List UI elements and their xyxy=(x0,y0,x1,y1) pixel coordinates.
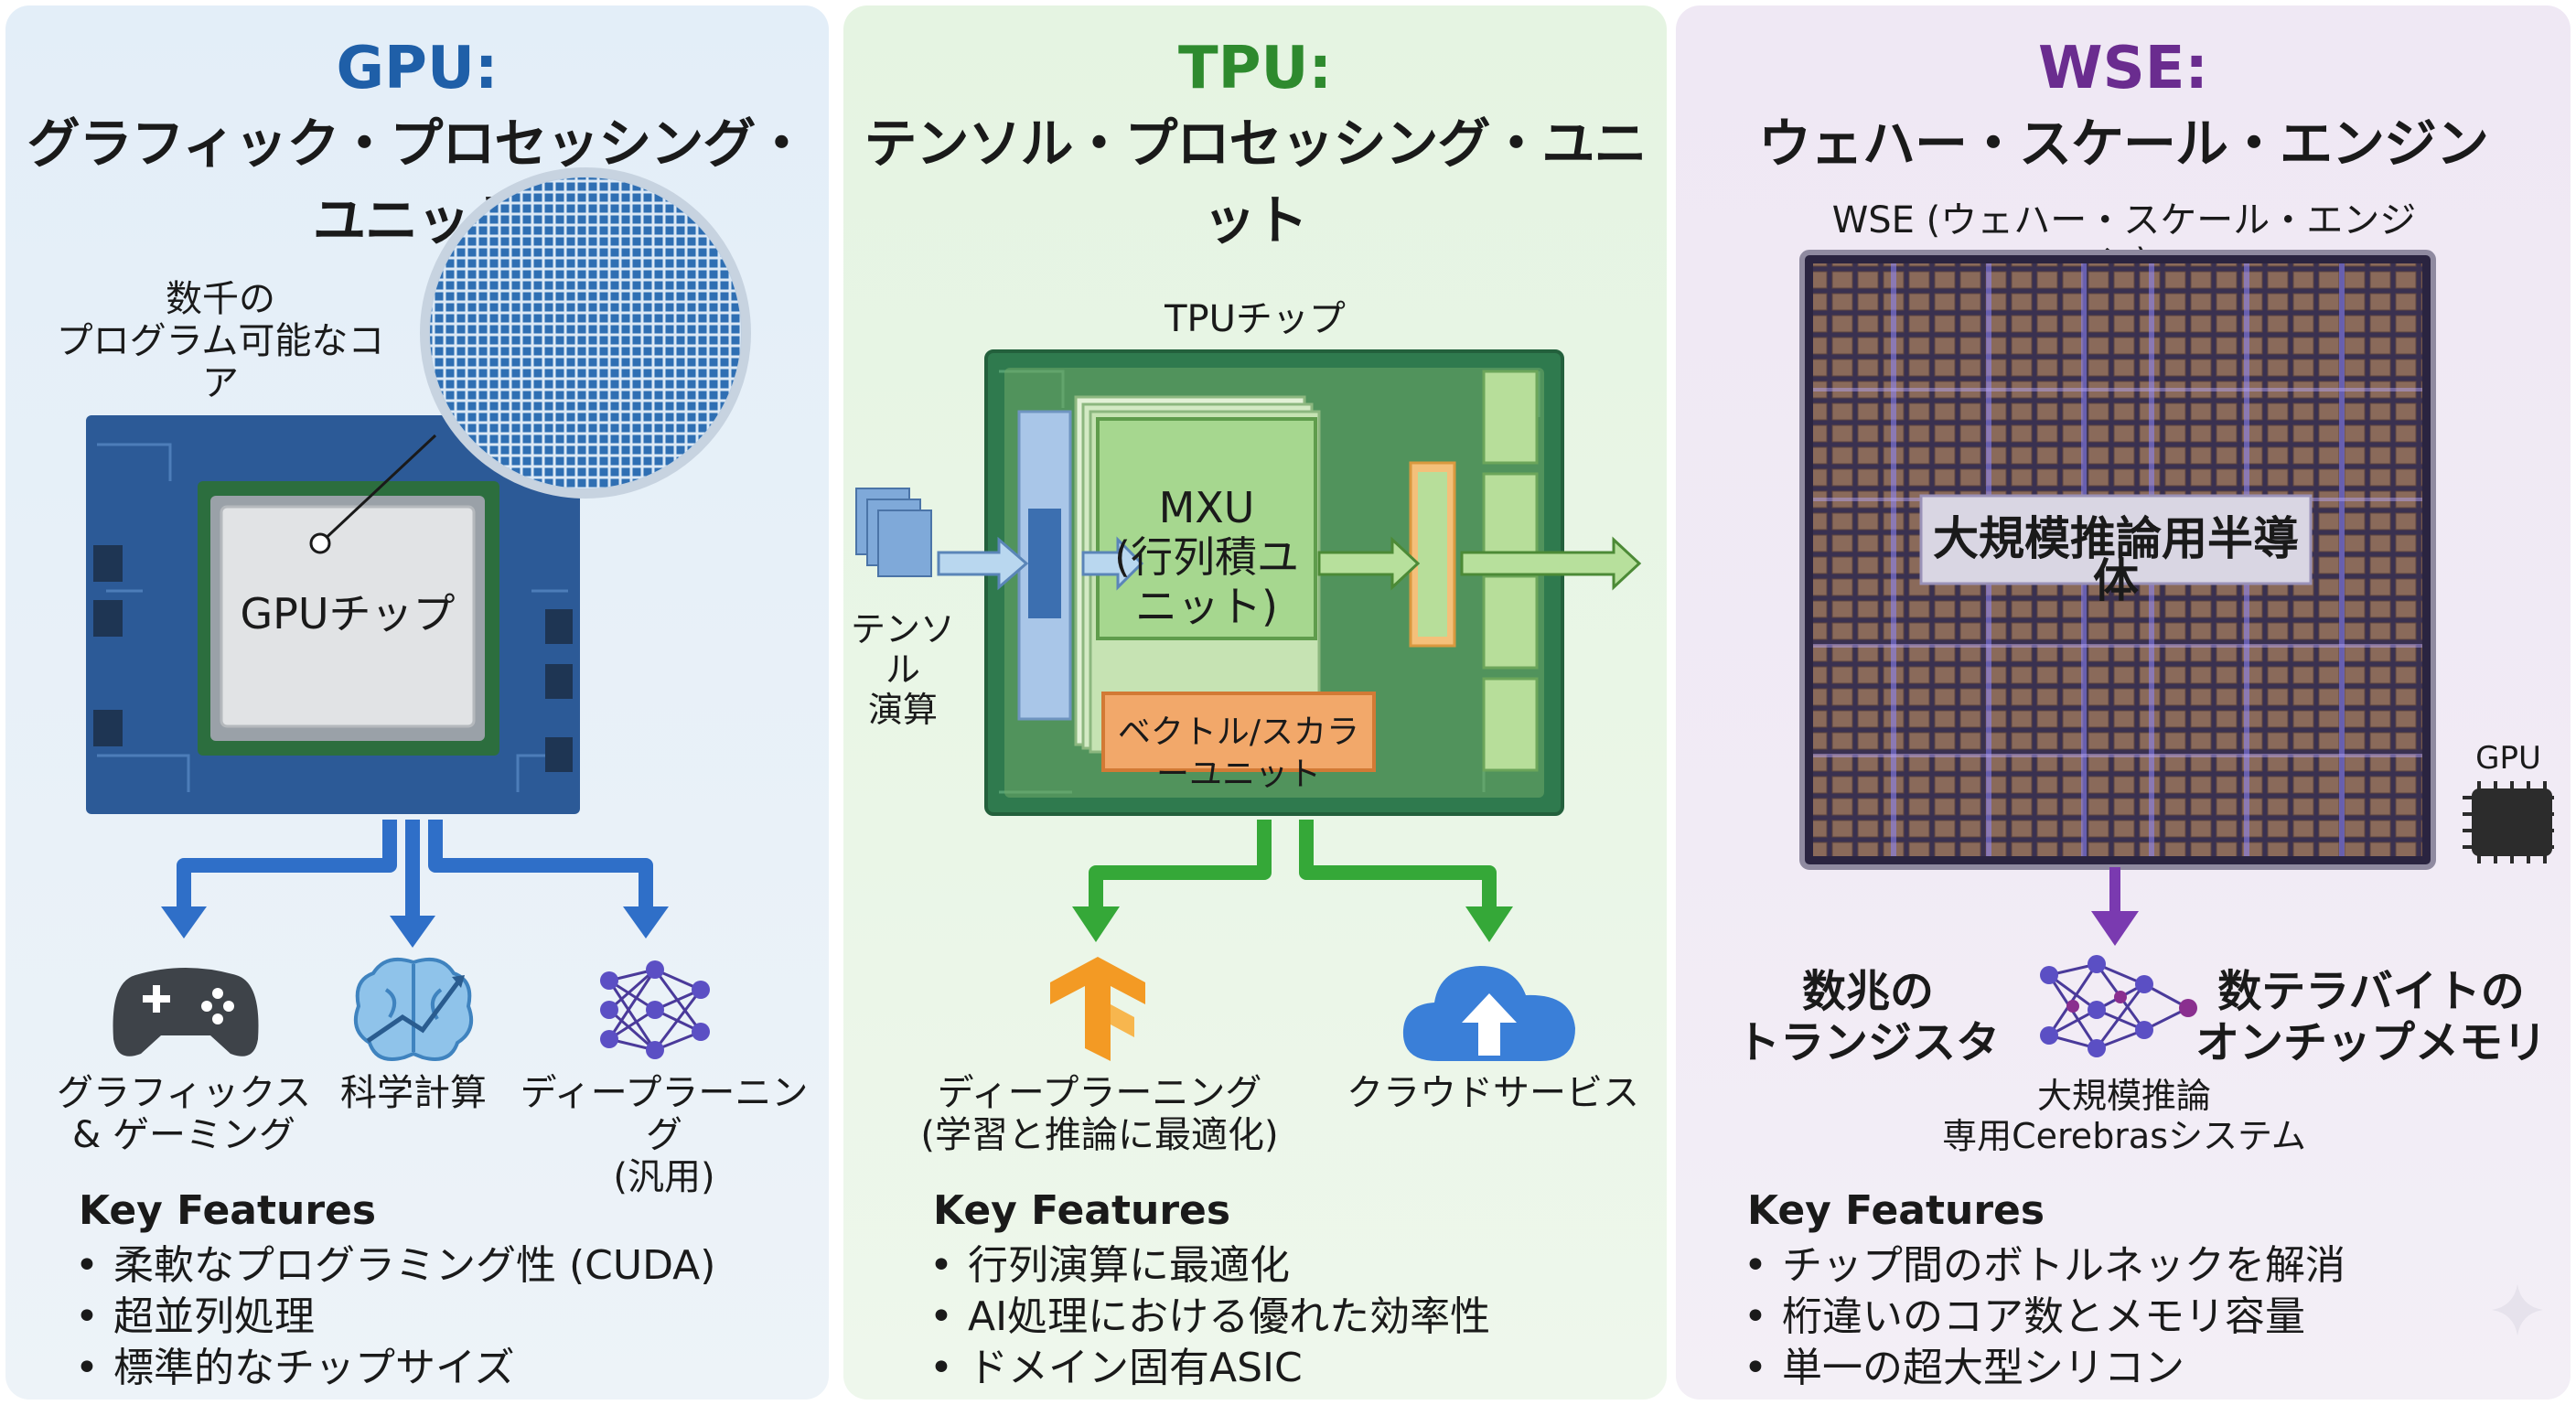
gpu-feature-item: 標準的なチップサイズ xyxy=(75,1343,715,1394)
gpu-use-graphics-line1: グラフィックス xyxy=(57,1072,311,1114)
tpu-key-features-title: Key Features xyxy=(933,1187,1231,1234)
gpu-cores-label-line1: 数千の xyxy=(166,278,275,320)
wse-feature-item: チップ間のボトルネックを解消 xyxy=(1744,1240,2345,1292)
wse-wafer-center-label: 大規模推論用半導体 xyxy=(1933,512,2299,607)
tpu-chip-title: TPUチップ xyxy=(1165,298,1346,340)
tpu-feature-list: 行列演算に最適化 AI処理における優れた効率性 ドメイン固有ASIC xyxy=(929,1240,1490,1394)
tpu-use-dl-label: ディープラーニング (学習と推論に最適化) xyxy=(917,1072,1283,1156)
wse-neural-network-icon xyxy=(2040,955,2197,1057)
brain-icon xyxy=(354,958,473,1061)
tensorflow-icon xyxy=(1050,957,1145,1061)
wse-key-features-title: Key Features xyxy=(1747,1187,2045,1234)
wse-memory-line1: 数テラバイトの xyxy=(2217,966,2525,1017)
gpu-use-science-label: 科学計算 xyxy=(340,1072,487,1114)
tpu-mxu-line2: (行列積ユニット) xyxy=(1114,532,1299,631)
gamepad-icon xyxy=(113,968,259,1056)
wse-gpu-small-label: GPU xyxy=(2475,740,2541,777)
tpu-use-dl-line1: ディープラーニング xyxy=(937,1072,1262,1114)
gpu-heading: GPU: xyxy=(336,35,499,102)
tpu-feature-item: ドメイン固有ASIC xyxy=(929,1343,1490,1394)
tpu-feature-item: AI処理における優れた効率性 xyxy=(929,1292,1490,1343)
neural-network-icon xyxy=(600,960,710,1059)
tpu-use-dl-line2: (学習と推論に最適化) xyxy=(920,1114,1279,1156)
gpu-cores-label: 数千の プログラム可能なコア xyxy=(51,278,390,404)
wse-feature-list: チップ間のボトルネックを解消 桁違いのコア数とメモリ容量 単一の超大型シリコン xyxy=(1744,1240,2345,1394)
wse-feature-item: 桁違いのコア数とメモリ容量 xyxy=(1744,1292,2345,1343)
gpu-use-graphics-label: グラフィックス & ゲーミング xyxy=(42,1072,326,1156)
tpu-heading: TPU: xyxy=(1177,35,1333,102)
gpu-use-dl-line2: (汎用) xyxy=(613,1156,715,1198)
gpu-feature-item: 柔軟なプログラミング性 (CUDA) xyxy=(75,1240,715,1292)
gpu-cores-label-line2: プログラム可能なコア xyxy=(56,320,385,404)
wse-transistors-line2: トランジスタ xyxy=(1735,1017,2000,1068)
tpu-tensor-label: テンソル 演算 xyxy=(843,609,962,730)
cloud-upload-icon xyxy=(1402,966,1575,1061)
tpu-use-cloud-label: クラウドサービス xyxy=(1347,1072,1639,1114)
tpu-mxu-label: MXU (行列積ユニット) xyxy=(1098,483,1315,631)
gpu-key-features-title: Key Features xyxy=(79,1187,377,1234)
wse-panel: WSE: ウェハー・スケール・エンジン WSE (ウェハー・スケール・エンジン) xyxy=(1676,5,2571,1400)
wse-illustration xyxy=(1799,250,2554,1057)
sparkle-icon xyxy=(2492,1284,2543,1335)
wse-transistors-label: 数兆の トランジスタ xyxy=(1731,966,2005,1068)
gpu-chip-label: GPUチップ xyxy=(240,589,456,638)
gpu-use-graphics-line2: & ゲーミング xyxy=(72,1114,295,1156)
wse-transistors-line1: 数兆の xyxy=(1801,966,1934,1017)
gpu-panel: GPU: グラフィック・プロセッシング・ユニット xyxy=(5,5,829,1400)
gpu-feature-list: 柔軟なプログラミング性 (CUDA) 超並列処理 標準的なチップサイズ xyxy=(75,1240,715,1394)
wse-cerebras-line2: 専用Cerebrasシステム xyxy=(1942,1116,2306,1156)
wse-feature-item: 単一の超大型シリコン xyxy=(1744,1343,2345,1394)
wse-memory-line2: オンチップメモリ xyxy=(2195,1017,2547,1068)
tpu-illustration xyxy=(855,349,1642,942)
tpu-vector-unit-label: ベクトル/スカラーユニット xyxy=(1117,713,1360,793)
gpu-illustration xyxy=(86,167,751,948)
tpu-feature-item: 行列演算に最適化 xyxy=(929,1240,1490,1292)
tpu-mxu-line1: MXU xyxy=(1158,483,1255,532)
wse-subtitle: ウェハー・スケール・エンジン xyxy=(1757,113,2489,175)
gpu-use-dl-line1: ディープラーニング xyxy=(520,1072,809,1156)
tpu-tensor-line2: 演算 xyxy=(867,690,938,730)
wse-small-gpu-chip xyxy=(2463,781,2554,863)
tpu-tensor-line1: テンソル xyxy=(850,609,955,690)
gpu-feature-item: 超並列処理 xyxy=(75,1292,715,1343)
wse-cerebras-line1: 大規模推論 xyxy=(2036,1076,2211,1116)
wse-memory-label: 数テラバイトの オンチップメモリ xyxy=(2188,966,2554,1068)
gpu-use-dl-label: ディープラーニング (汎用) xyxy=(509,1072,820,1198)
tpu-panel: TPU: テンソル・プロセッシング・ユニット TPUチップ xyxy=(843,5,1667,1400)
wse-heading: WSE: xyxy=(2038,35,2208,102)
wse-cerebras-label: 大規模推論 専用Cerebrasシステム xyxy=(1941,1076,2307,1156)
tpu-subtitle: テンソル・プロセッシング・ユニット xyxy=(864,113,1647,252)
